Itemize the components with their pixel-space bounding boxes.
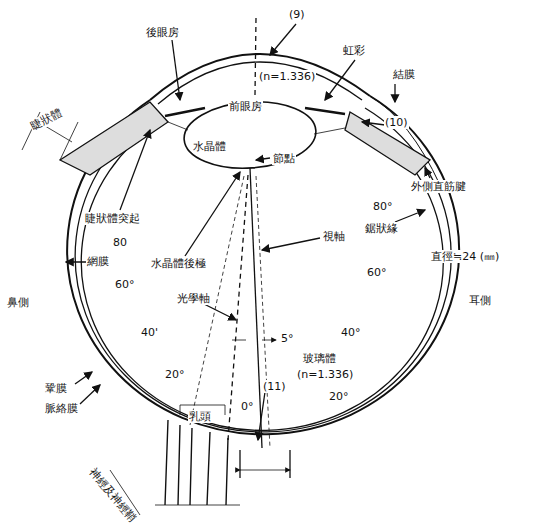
angle-label: 80° (372, 200, 394, 213)
angle-label: 20° (328, 390, 350, 403)
part-name: 光學軸 (176, 292, 211, 305)
part-name: 水晶體後極 (150, 257, 207, 270)
part-name: 睫狀體 (28, 106, 65, 133)
angle-label: 20° (164, 368, 186, 381)
refraction-index: (n=1.336) (296, 368, 354, 381)
angle-label: 40° (340, 326, 362, 339)
side-label: 耳側 (468, 294, 492, 307)
angle-label: 60° (366, 266, 388, 279)
refraction-index: (n=1.336) (258, 70, 316, 83)
callout-number: (11) (262, 380, 287, 393)
angle-label: 80 (112, 236, 128, 249)
part-name: 視軸 (322, 230, 346, 243)
part-name: 節點 (272, 152, 296, 165)
side-label: 鼻側 (6, 296, 30, 309)
part-name: 後眼房 (145, 26, 180, 39)
angle-label: 40' (140, 326, 159, 339)
part-name: 前眼房 (228, 100, 263, 113)
part-name: 睫狀體突起 (84, 212, 141, 225)
angle-label: 5° (280, 332, 295, 345)
part-name: 網膜 (86, 255, 110, 268)
part-name: 外側直筋腱 (410, 180, 467, 193)
part-name: 水晶體 (192, 140, 227, 153)
part-name: 乳頭 (188, 410, 212, 423)
part-name: 鋸狀緣 (364, 222, 399, 235)
angle-label: 0° (240, 400, 255, 413)
callout-number: (10) (384, 116, 409, 129)
part-name: 鞏膜 (44, 382, 68, 395)
callout-number: (9) (288, 8, 306, 21)
angle-label: 60° (114, 278, 136, 291)
part-name: 虹彩 (342, 44, 366, 57)
part-name: 結膜 (392, 68, 416, 81)
part-name: 玻璃體 (302, 352, 337, 365)
dimension: 直徑≒24 (㎜) (430, 250, 500, 263)
part-name: 脈絡膜 (44, 402, 79, 415)
